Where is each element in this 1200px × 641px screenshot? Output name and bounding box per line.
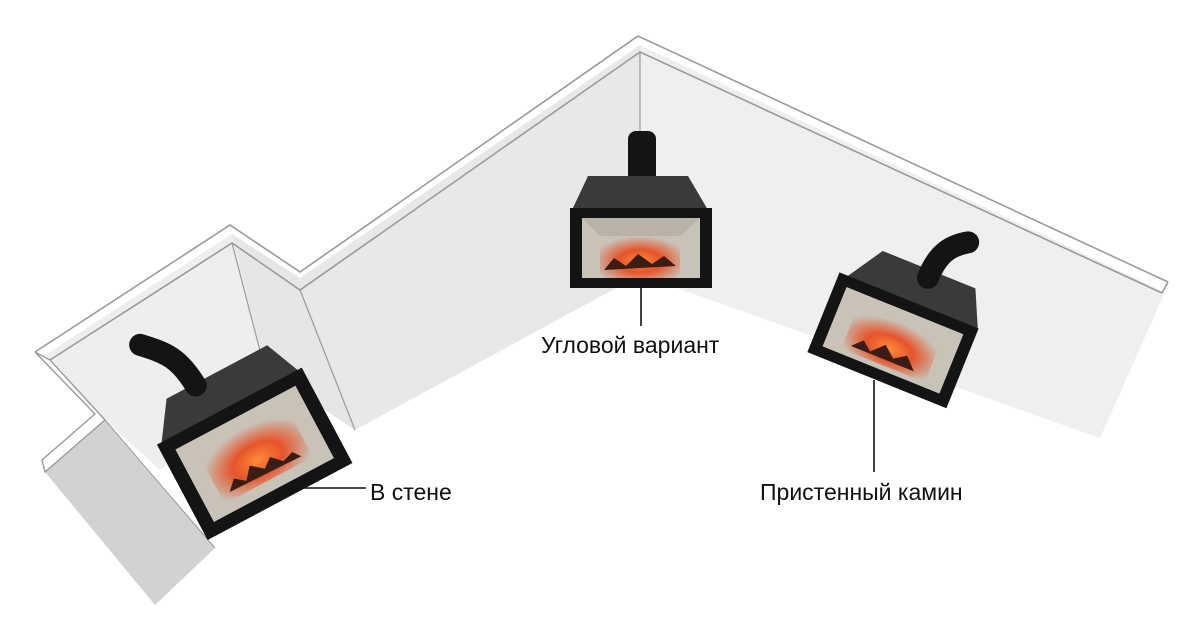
back-wall-face (300, 45, 640, 430)
standalone-fireplace (807, 231, 980, 409)
front-stub-face (45, 420, 215, 605)
niche-side-face (232, 234, 355, 430)
in-wall-fireplace (129, 333, 353, 541)
leader-lines (298, 380, 875, 489)
label-in-wall: В стене (370, 479, 452, 505)
right-wall-face (640, 45, 1165, 438)
label-corner: Угловой вариант (541, 332, 720, 358)
corner-fireplace (570, 131, 712, 326)
wall-top-outer (34, 35, 1169, 353)
label-wall-mounted: Пристенный камин (760, 479, 963, 505)
